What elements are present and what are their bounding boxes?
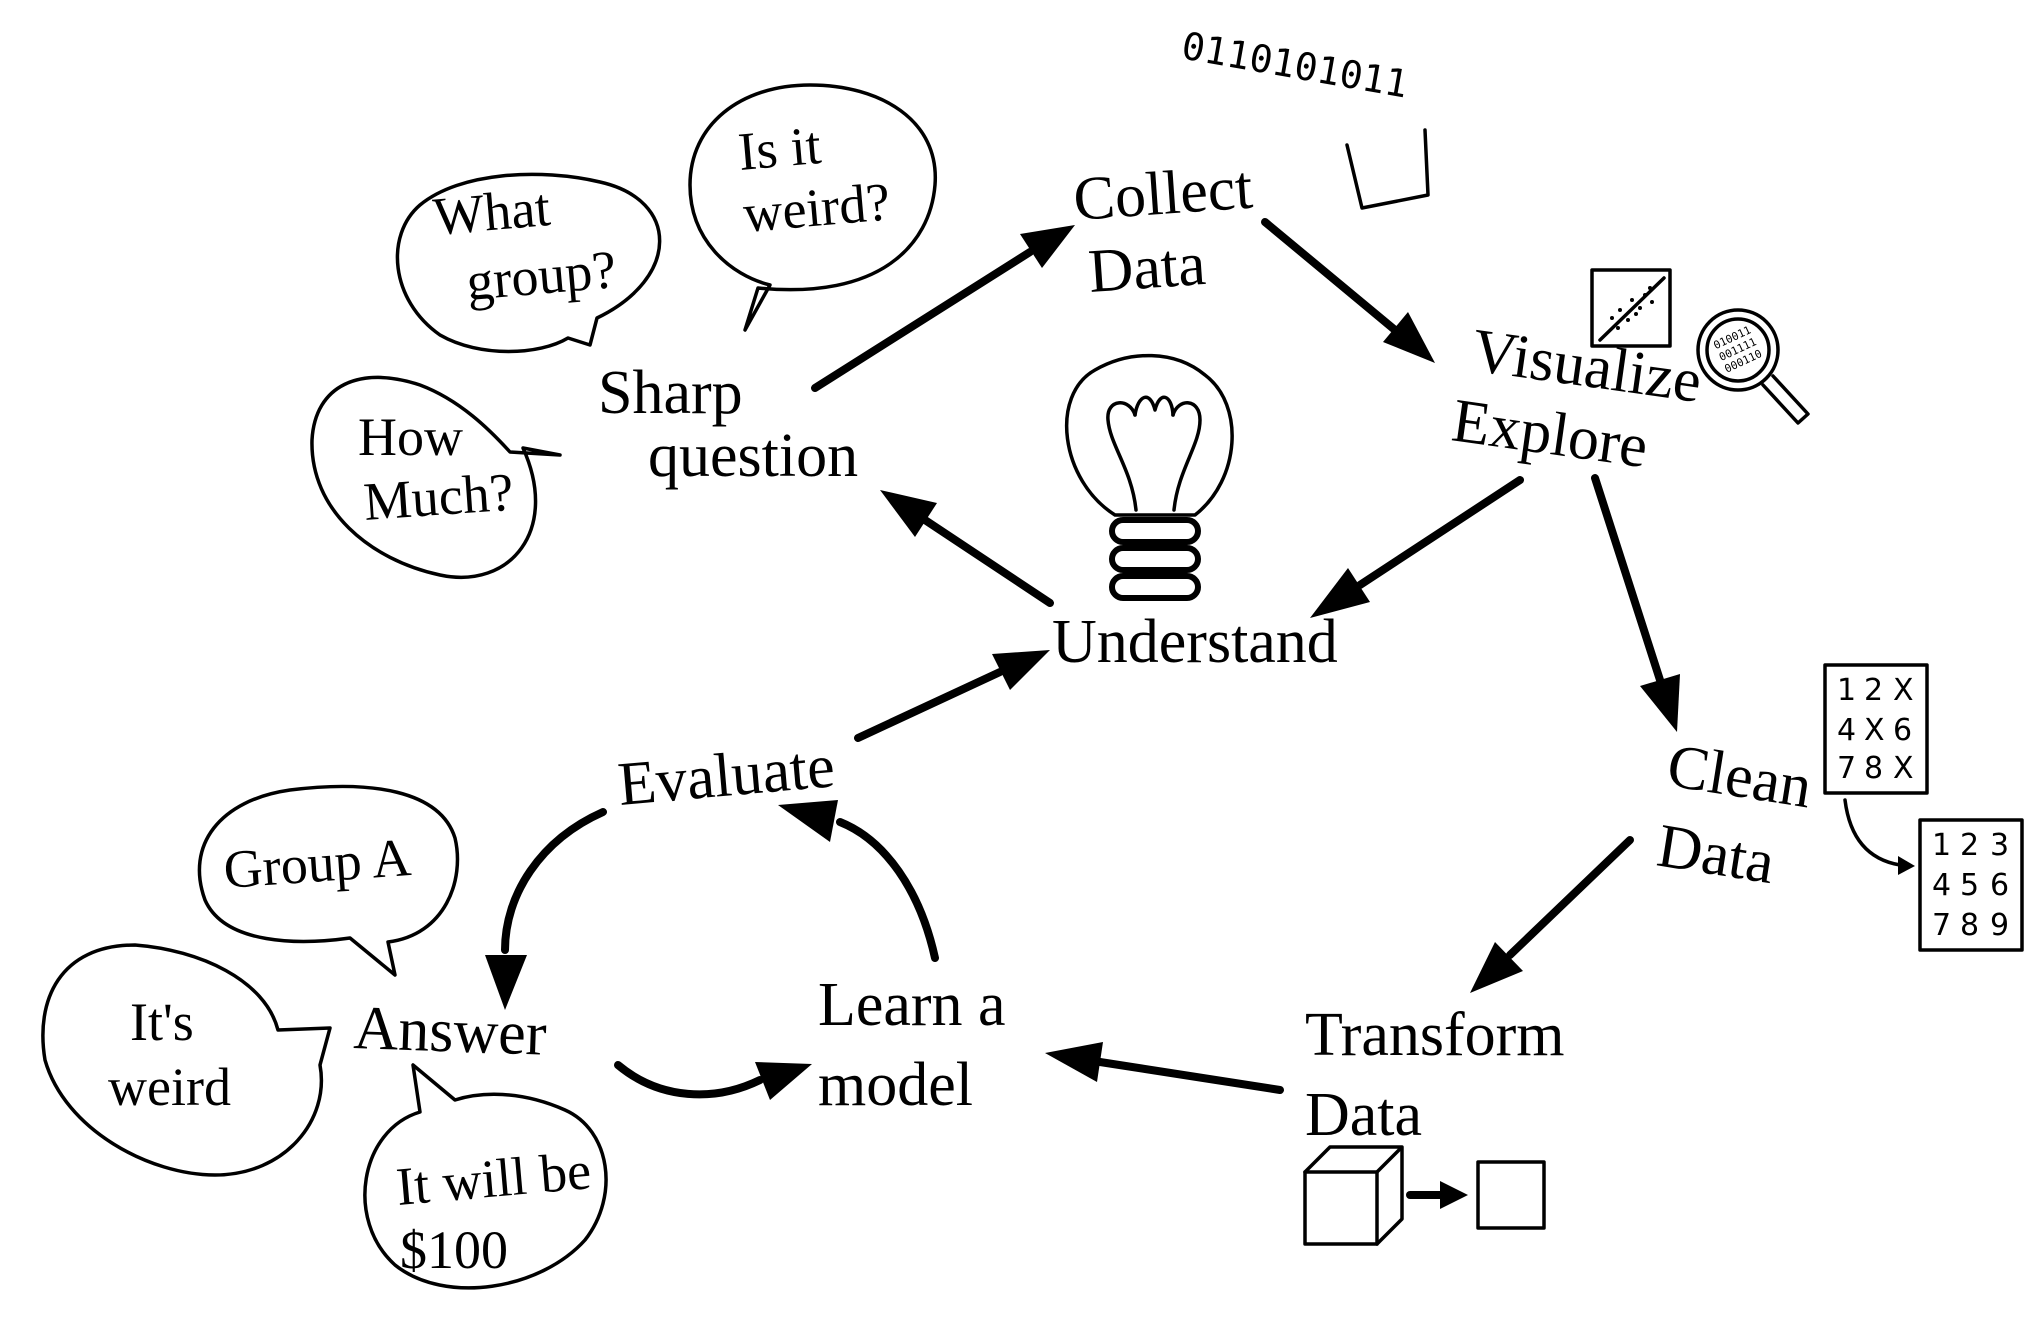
bubble-line2: $100 [400,1220,508,1280]
node-label-line2: question [648,422,858,490]
grid-cell: 1 [1932,828,1951,863]
grid-cell: 1 [1837,673,1856,708]
arrow-learn-to-evaluate [778,800,939,962]
arrow-evaluate-to-answer [485,808,607,1010]
arrow-collect-to-visualize [1261,218,1435,363]
node-sharp-question: Sharp question [598,359,858,490]
binary-string: 0110101011 [1178,24,1411,107]
grid-cell: 8 [1960,908,1979,943]
bubble-line2: weird [108,1057,231,1117]
scatter-plot-icon [1590,268,1672,348]
speech-bubble-how-much: How Much? [310,375,562,579]
bubble-line1: It's [130,992,194,1052]
node-label-line1: Collect [1071,154,1254,234]
arrow-visualize-to-understand [1310,476,1524,618]
grid-cell: 4 [1837,713,1856,748]
bubble-line2: Much? [362,462,516,532]
bubble-text: Group A [222,827,413,900]
node-label-line1: Transform [1305,1001,1565,1069]
node-collect-data: Collect Data [1071,154,1254,306]
arrow-clean-to-transform [1470,836,1634,993]
grid-cell: 7 [1932,908,1951,943]
cube-to-square-icon [1303,1145,1546,1246]
dirty-data-grid-icon: 1 2 X 4 X 6 7 8 X [1823,663,1929,795]
node-label-line1: Sharp [598,359,743,427]
arrow-evaluate-to-understand [854,650,1050,742]
clean-data-grid-icon: 1 2 3 4 5 6 7 8 9 [1918,818,2024,952]
grid-cell: X [1893,751,1914,786]
node-label-line2: Data [1086,230,1208,306]
grid-cell: 2 [1960,828,1979,863]
bubble-line1: Is it [736,115,823,182]
node-clean-data: Clean Data [1653,732,1816,897]
node-label-line2: model [818,1051,973,1119]
speech-bubble-its-weird: It's weird [41,943,332,1177]
node-visualize-explore: Visualize Explore [1448,317,1706,482]
bubble-line1: What [431,177,553,247]
node-label-line1: Learn a [818,971,1006,1039]
grid-cell: 8 [1864,751,1883,786]
speech-bubble-is-it-weird: Is it weird? [688,83,937,332]
grid-cell: 3 [1990,828,2009,863]
grid-cell: 9 [1990,908,2009,943]
grid-cell: 6 [1990,868,2009,903]
arrow-transform-to-learn [1045,1042,1284,1094]
grid-cell: 7 [1837,751,1856,786]
speech-bubble-group-a: Group A [197,784,460,977]
arrow-understand-to-sharp [880,490,1054,607]
speech-bubble-what-group: What group? [395,172,662,354]
grid-cell: 2 [1864,673,1883,708]
bubble-line1: How [358,407,463,467]
speech-bubble-it-will-be: It will be $100 [363,1063,608,1290]
bubble-line2: weird? [741,171,893,244]
node-label-line2: Data [1305,1081,1422,1149]
grid-cell: 4 [1932,868,1951,903]
bubble-line1: It will be [394,1140,593,1217]
grid-cell: X [1893,673,1914,708]
node-understand: Understand [1052,608,1338,676]
node-learn-model: Learn a model [818,971,1006,1119]
grid-cell: 6 [1893,713,1912,748]
magnifier-icon: 010011 001111 000110 [1696,308,1810,425]
arrow-sharp-to-collect [811,225,1075,392]
arrow-answer-to-learn [614,1061,812,1100]
grid-cell: X [1864,713,1885,748]
arrow-visualize-to-clean [1591,474,1680,732]
arrows [485,218,1680,1100]
node-label-line2: Data [1653,812,1779,897]
grid-cell: 5 [1960,868,1979,903]
node-transform-data: Transform Data [1305,1001,1565,1149]
grid-transition-arrow [1843,798,1915,875]
node-label-line1: Clean [1663,732,1816,822]
light-bulb-icon [1065,353,1234,601]
bubble-line2: group? [464,239,619,312]
node-answer: Answer [353,994,548,1069]
